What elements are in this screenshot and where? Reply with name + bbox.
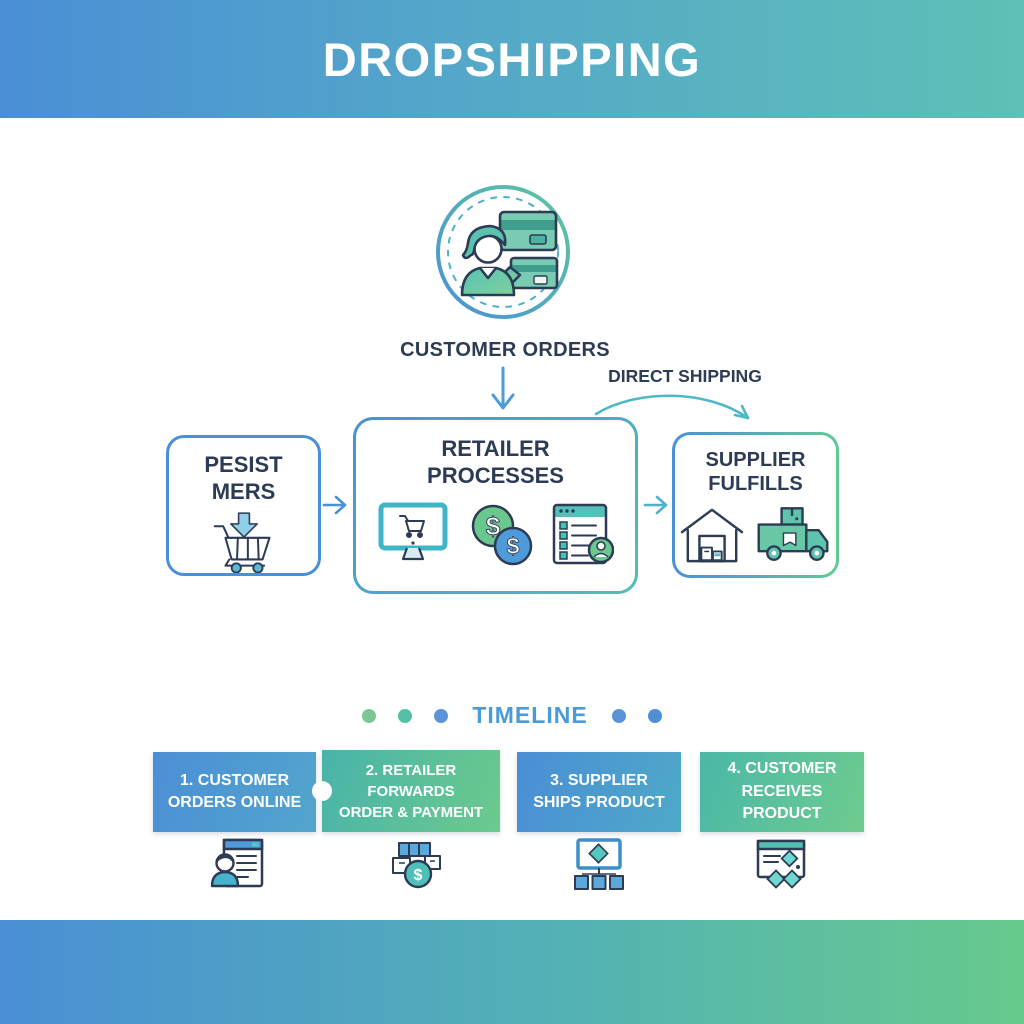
timeline-dot-green bbox=[362, 708, 377, 723]
shipping-network-icon bbox=[571, 838, 627, 897]
shopping-cart-icon bbox=[213, 511, 270, 573]
coins-icon: $ $ bbox=[471, 504, 532, 565]
timeline-step-2: 2. RETAILER FORWARDS ORDER & PAYMENT bbox=[322, 750, 500, 832]
svg-text:$: $ bbox=[506, 533, 519, 559]
customer-orders-label: CUSTOMER ORDERS bbox=[400, 339, 610, 361]
down-arrow-icon bbox=[489, 366, 517, 418]
supplier-box-label: SUPPLIER FULFILLS bbox=[705, 449, 806, 496]
timeline-step-3: 3. SUPPLIER SHIPS PRODUCT bbox=[517, 752, 681, 832]
delivery-confirmation-icon bbox=[752, 839, 810, 896]
customers-box: PESIST MERS bbox=[166, 435, 321, 576]
retailer-box-label: RETAILER PROCESSES bbox=[427, 436, 564, 488]
svg-text:$: $ bbox=[414, 867, 423, 884]
checklist-icon bbox=[552, 503, 614, 564]
warehouse-icon bbox=[680, 508, 743, 563]
timeline-dot-blue bbox=[611, 708, 626, 723]
timeline-step-1: 1. CUSTOMER ORDERS ONLINE bbox=[153, 752, 316, 832]
timeline-dot-blue bbox=[434, 708, 449, 723]
customer-paying-icon bbox=[434, 183, 572, 321]
arrow-retailer-to-supplier-icon bbox=[643, 494, 673, 516]
supplier-box: SUPPLIER FULFILLS bbox=[672, 432, 839, 578]
retailer-box: RETAILER PROCESSES $ bbox=[353, 417, 638, 594]
customers-box-label: PESIST MERS bbox=[204, 452, 283, 504]
timeline-step-4: 4. CUSTOMER RECEIVES PRODUCT bbox=[700, 752, 864, 832]
timeline-title: TIMELINE bbox=[472, 702, 588, 728]
delivery-truck-icon bbox=[757, 506, 828, 561]
direct-shipping-arrow-icon bbox=[590, 388, 765, 440]
bottom-banner bbox=[0, 920, 1024, 1024]
timeline-dot-teal bbox=[398, 708, 413, 723]
arrow-customers-to-retailer-icon bbox=[322, 494, 352, 516]
packages-payment-icon: $ bbox=[389, 841, 447, 896]
timeline-dot-blue bbox=[647, 708, 662, 723]
direct-shipping-label: DIRECT SHIPPING bbox=[608, 366, 762, 386]
timeline-heading: TIMELINE bbox=[0, 702, 1024, 729]
page-title: DROPSHIPPING bbox=[322, 32, 702, 86]
top-banner: DROPSHIPPING bbox=[0, 0, 1024, 118]
svg-text:$: $ bbox=[485, 511, 500, 541]
monitor-cart-icon bbox=[378, 502, 447, 560]
customer-form-icon bbox=[210, 838, 266, 897]
